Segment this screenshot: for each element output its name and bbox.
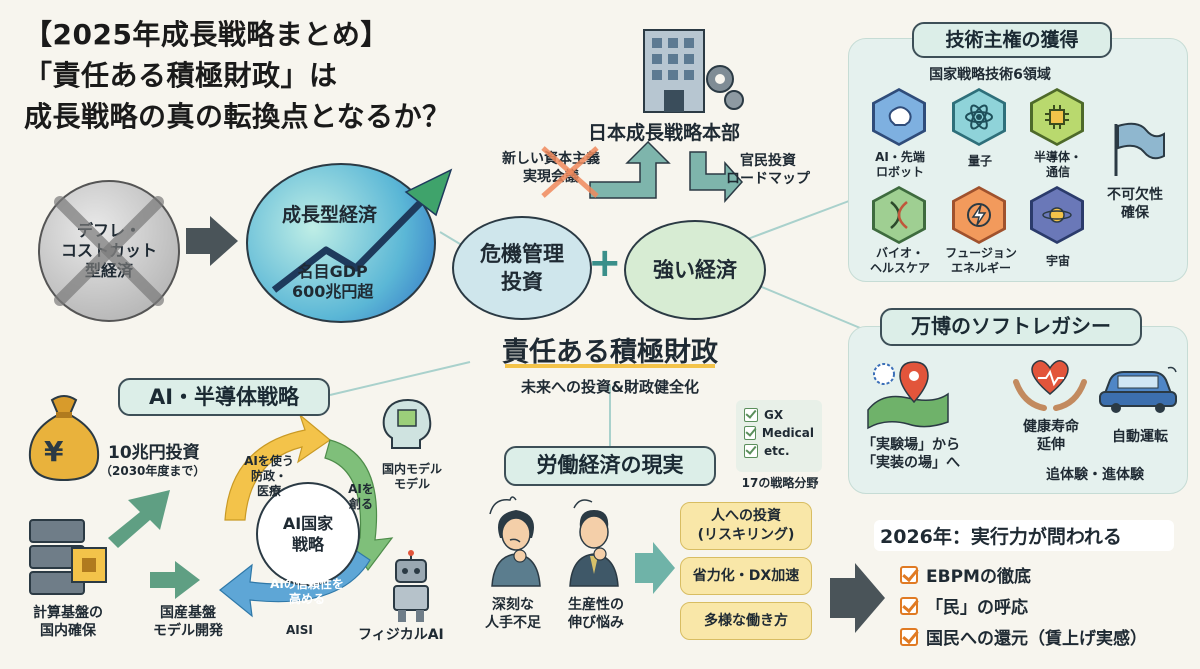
tech-sovereignty-panel — [848, 38, 1188, 282]
tech-label-semiconductor: 半導体・通信 — [1033, 150, 1082, 179]
title-underline — [505, 364, 715, 368]
plus-sign: + — [588, 240, 622, 286]
tech-label-space: 宇宙 — [1045, 254, 1070, 268]
field-item-gx: GX — [744, 406, 814, 424]
expo-bottom-label: 追体験・進体験 — [1046, 467, 1144, 483]
ai-head-icon — [382, 398, 432, 449]
pill-diverse-work: 多様な働き方 — [680, 602, 812, 640]
tech-label-bio: バイオ・ヘルスケア — [869, 246, 930, 275]
ai-investment-note: （2030年度まで） — [100, 464, 206, 478]
money-bag-icon — [28, 395, 100, 482]
y2026-item-private: 「民」の呼応 — [900, 593, 1147, 618]
y2026-item-return: 国民への還元（賃上げ実感） — [900, 624, 1147, 649]
cycle-arrow-create — [324, 439, 394, 572]
roadmap-label: 官民投資 ロードマップ — [726, 153, 810, 187]
map-pin-icon — [867, 361, 949, 430]
flag-icon — [1114, 122, 1165, 176]
flag-label: 不可欠性確保 — [1107, 187, 1163, 221]
domestic-model-caption: 国内モデルモデル — [381, 462, 442, 491]
ai-investment-label: 10兆円投資 — [108, 443, 200, 463]
productivity-label: 生産性の伸び悩み — [568, 597, 624, 631]
autonomous-car-icon — [1099, 366, 1177, 413]
y2026-item-ebpm: EBPMの徹底 — [900, 562, 1147, 587]
growth-trend-arrow-icon — [271, 168, 453, 293]
growth-economy-label: 成長型経済 — [282, 204, 378, 226]
check-icon — [900, 565, 918, 584]
title-line-2: 「責任ある積極財政」は — [24, 59, 338, 92]
yen-symbol: ¥ — [44, 435, 64, 468]
expo-auto-label: 自動運転 — [1112, 429, 1168, 445]
cycle-use-label: AIを使う防政・医療 — [244, 454, 294, 498]
energy-icon — [952, 186, 1006, 244]
chip-icon — [1030, 88, 1084, 146]
server-to-model-arrow — [150, 561, 200, 599]
strong-economy-bubble: 強い経済 — [624, 220, 766, 320]
ai-strategy-title: AI・半導体戦略 — [118, 378, 330, 416]
physical-ai-label: フィジカルAI — [358, 627, 444, 643]
gdp-label: 名目GDP 600兆円超 — [292, 262, 374, 301]
old-council-label: 新しい資本主義 実現会議 — [502, 151, 600, 185]
cycle-trust-label: AIの信頼性を高める — [270, 577, 344, 606]
labor-to-pills-arrow — [635, 542, 675, 594]
y2026-list: EBPMの徹底 「民」の呼応 国民への還元（賃上げ実感） — [900, 562, 1147, 655]
responsible-fiscal-title: 責任ある積極財政 — [502, 337, 718, 368]
check-icon — [744, 408, 758, 422]
tech-label-fusion: フュージョンエネルギー — [945, 246, 1017, 275]
cross-mark-icon — [54, 196, 164, 306]
y2026-title: 2026年：実行力が問われる — [874, 520, 1174, 551]
responsible-fiscal-subtitle: 未来への投資&財政健全化 — [520, 378, 700, 396]
worried-man-icon — [569, 499, 619, 587]
strategy-fields-caption: 17の戦略分野 — [741, 476, 819, 490]
old-council-cross-icon — [541, 146, 599, 198]
growth-economy-circle — [246, 163, 436, 323]
money-to-server-arrow — [108, 490, 170, 548]
check-icon — [900, 596, 918, 615]
server-icon — [29, 519, 107, 595]
hq-down-arrow — [689, 151, 744, 203]
robot-icon — [393, 550, 429, 622]
hq-up-arrow — [589, 140, 671, 199]
labor-shortage-label: 深刻な人手不足 — [485, 597, 541, 631]
expo-title: 万博のソフトレガシー — [880, 308, 1142, 346]
building-icon — [640, 24, 744, 114]
headquarters-label: 日本成長戦略本部 — [588, 122, 741, 144]
page-title: 【2025年成長戦略まとめ】 「責任ある積極財政」は 成長戦略の真の転換点となる… — [24, 14, 451, 137]
pills-to-2026-arrow — [830, 563, 885, 633]
title-line-3: 成長戦略の真の転換点となるか？ — [24, 100, 451, 133]
tech-sovereignty-title: 技術主権の獲得 — [912, 22, 1112, 58]
tech-domains-subtitle: 国家戦略技術6領域 — [929, 67, 1051, 83]
aisi-label: AISI — [286, 623, 313, 637]
expo-health-label: 健康寿命延伸 — [1023, 419, 1079, 453]
labor-title: 労働経済の現実 — [504, 446, 716, 486]
expo-lab-label: 「実験場」から「実装の場」へ — [862, 437, 960, 471]
tech-label-quantum: 量子 — [967, 154, 992, 168]
cycle-create-label: AIを創る — [348, 482, 374, 511]
pill-dx-acceleration: 省力化・DX加速 — [680, 557, 812, 595]
domestic-model-label: 国産基盤モデル開発 — [153, 605, 223, 639]
check-icon — [900, 627, 918, 646]
field-item-etc: etc. — [744, 442, 814, 460]
strategy-fields-box: GX Medical etc. — [736, 400, 822, 472]
crisis-investment-bubble: 危機管理投資 — [452, 216, 592, 320]
compute-label: 計算基盤の国内確保 — [33, 605, 103, 639]
planet-icon — [1030, 186, 1084, 244]
pill-human-investment: 人への投資(リスキリング) — [680, 502, 812, 550]
field-item-medical: Medical — [744, 424, 814, 442]
check-icon — [744, 444, 758, 458]
deflation-to-growth-arrow — [186, 216, 238, 266]
ai-national-strategy-core: AI国家戦略 — [256, 482, 360, 586]
title-line-1: 【2025年成長戦略まとめ】 — [24, 18, 389, 51]
worried-woman-icon — [489, 496, 541, 587]
check-icon — [744, 426, 756, 440]
tech-label-ai: AI・先端ロボット — [875, 150, 925, 179]
health-hands-icon — [1013, 360, 1087, 411]
dna-icon — [872, 186, 926, 244]
